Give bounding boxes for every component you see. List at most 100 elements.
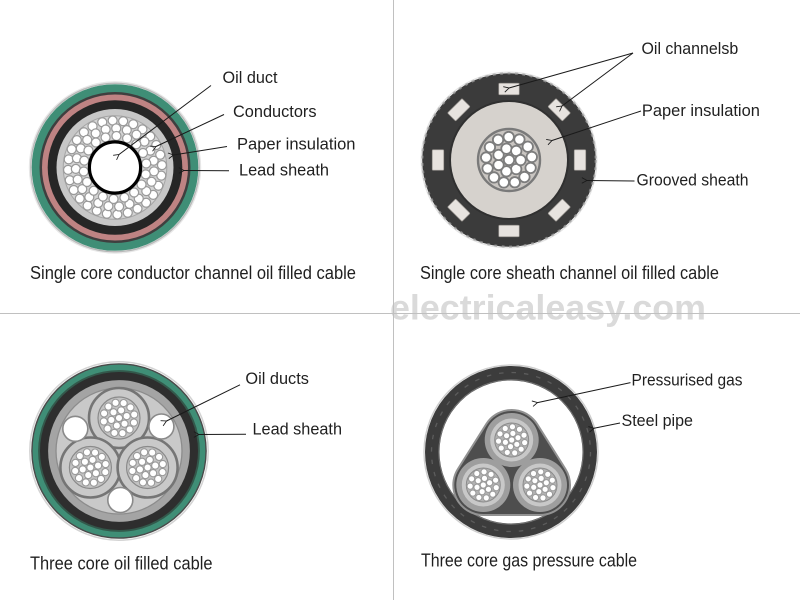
- cable-three-core-oil-filled: [29, 361, 209, 541]
- tl-strand: [146, 176, 157, 187]
- br-strand: [503, 448, 511, 457]
- bl-strand: [135, 465, 145, 474]
- tl-strand: [122, 207, 133, 218]
- tl-strand: [108, 193, 119, 205]
- br-strand: [496, 430, 504, 438]
- arrow-conductors: [150, 114, 225, 152]
- bl-strand: [139, 448, 149, 457]
- tl-strand: [83, 145, 94, 156]
- br-strand: [514, 434, 522, 442]
- tr-oil-channel-rect: [447, 198, 471, 222]
- bl-strand: [93, 461, 103, 470]
- bl-strand: [101, 459, 110, 469]
- br-strand: [479, 481, 487, 489]
- br-strand: [506, 443, 515, 451]
- bl-strand: [84, 470, 93, 480]
- br-strand: [536, 481, 544, 489]
- br-strand: [549, 484, 557, 492]
- cable-three-core-gas-pressure: [423, 364, 599, 540]
- tl-strand: [136, 179, 147, 190]
- bl-strand: [126, 403, 135, 412]
- bl-strand: [122, 411, 131, 421]
- bl-strand: [114, 413, 124, 423]
- br-strand: [531, 477, 539, 485]
- tl-strand: [131, 129, 142, 140]
- tr-strand: [497, 176, 510, 189]
- bl-strand: [75, 451, 84, 461]
- br-strand: [473, 483, 481, 491]
- tl-strand: [90, 137, 101, 148]
- bl-strand: [148, 469, 158, 478]
- tr-oil-channel-rect: [547, 198, 571, 222]
- tr-strand: [480, 151, 493, 164]
- tl-strand: [77, 183, 88, 195]
- bl-strand: [91, 469, 101, 478]
- tl-strand: [68, 184, 79, 196]
- br-strand: [480, 474, 489, 482]
- tr-strand: [483, 141, 497, 154]
- label-paper-insulation-tl: Paper insulation: [237, 134, 356, 153]
- bl-oil-duct: [107, 486, 134, 514]
- tl-strand: [119, 192, 130, 203]
- br-strand: [475, 493, 483, 502]
- tl-strand: [111, 130, 122, 142]
- tl-strand: [63, 154, 74, 165]
- tr-strand: [518, 170, 531, 184]
- tl-strand: [121, 124, 132, 136]
- tr-oil-channel-rect: [498, 82, 520, 96]
- br-strand: [515, 425, 524, 433]
- br-strand: [484, 485, 493, 493]
- tr-strand: [487, 171, 501, 184]
- tr-strand: [521, 140, 534, 153]
- label-lead-sheath-tl: Lead sheath: [239, 160, 329, 179]
- br-strand: [501, 424, 509, 433]
- tl-strand: [141, 158, 152, 169]
- tr-strand: [508, 176, 521, 189]
- br-strand: [508, 436, 516, 444]
- tl-strand: [121, 133, 133, 144]
- arrow-pressurised-gas: [531, 382, 631, 407]
- tl-strand: [81, 176, 93, 188]
- bl-strand: [128, 466, 137, 476]
- label-conductors: Conductors: [233, 102, 317, 121]
- bl-strand: [99, 417, 108, 426]
- caption-tl: Single core conductor channel oil filled…: [30, 262, 356, 283]
- label-oil-ducts: Oil ducts: [245, 369, 309, 388]
- tl-strand: [71, 134, 82, 146]
- br-strand: [529, 469, 538, 478]
- cable-single-core-conductor-channel: [28, 81, 202, 254]
- tl-strand: [103, 201, 114, 212]
- tl-strand: [113, 201, 125, 212]
- tl-strand: [140, 169, 151, 180]
- tr-strand: [525, 150, 538, 164]
- bl-strand: [120, 419, 129, 428]
- br-strand: [489, 490, 497, 498]
- tr-strand: [502, 130, 515, 144]
- br-strand: [524, 475, 532, 483]
- arrow-grooved-sheath: [581, 177, 635, 184]
- bl-strand: [71, 466, 80, 476]
- br-pipe-fuzz: [423, 364, 599, 540]
- caption-br: Three core gas pressure cable: [421, 550, 637, 571]
- tl-strand: [74, 193, 85, 204]
- br-strand: [545, 490, 554, 498]
- bl-strand: [145, 455, 154, 465]
- bl-strand: [97, 452, 106, 462]
- tr-strand: [500, 142, 513, 155]
- br-strand: [469, 489, 477, 497]
- bl-strand: [74, 473, 84, 483]
- br-strand: [542, 479, 550, 487]
- br-strand: [511, 449, 519, 457]
- br-strand: [492, 476, 500, 484]
- bl-strand: [80, 457, 90, 466]
- tr-groove-dashes: [421, 72, 597, 248]
- arrow-oil-ducts: [160, 384, 241, 427]
- bl-strand: [107, 415, 116, 425]
- tr-strand: [502, 153, 516, 167]
- br-strand: [502, 432, 511, 440]
- bl-strand: [78, 465, 87, 474]
- br-strand: [466, 482, 474, 490]
- bl-strand: [104, 402, 113, 411]
- br-strand: [521, 439, 529, 447]
- tl-strand: [82, 200, 93, 211]
